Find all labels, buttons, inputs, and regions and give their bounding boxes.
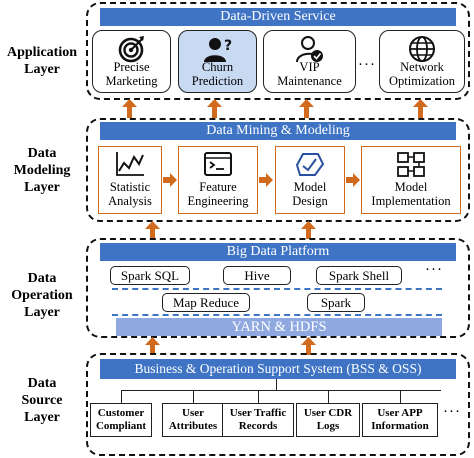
tree-leg-4 xyxy=(328,390,330,403)
hive-pill: Hive xyxy=(223,266,291,285)
operation-layer-panel xyxy=(86,238,470,338)
up-arrows-modeling-to-application xyxy=(122,99,428,118)
data-driven-service-bar: Data-Driven Service xyxy=(100,8,456,26)
tree-leg-2 xyxy=(193,390,195,403)
yarn-hdfs-bar: YARN & HDFS xyxy=(116,318,442,336)
spark-sql-pill: Spark SQL xyxy=(110,266,190,285)
tree-leg-3 xyxy=(258,390,260,403)
application-layer-panel xyxy=(86,2,470,100)
source-ellipsis: ··· xyxy=(443,404,461,420)
globe-icon xyxy=(407,35,437,63)
divider-dashed-2 xyxy=(112,314,442,316)
source-layer-panel xyxy=(86,353,470,456)
flowchart-icon xyxy=(396,151,426,177)
line-chart-icon xyxy=(115,151,145,177)
divider-dashed xyxy=(112,288,442,290)
big-data-platform-bar: Big Data Platform xyxy=(100,243,456,261)
application-ellipsis: ··· xyxy=(358,57,376,73)
user-question-icon: ? xyxy=(203,35,233,63)
up-arrows-operation-to-modeling xyxy=(145,221,316,239)
terminal-icon xyxy=(203,151,233,177)
up-arrows-source-to-operation xyxy=(145,337,316,355)
modeling-layer-panel xyxy=(86,118,470,222)
operation-ellipsis: ··· xyxy=(425,262,443,278)
spark-pill: Spark xyxy=(307,293,365,312)
right-arrows-modeling xyxy=(163,173,360,187)
spark-shell-pill: Spark Shell xyxy=(316,266,402,285)
target-icon xyxy=(117,35,147,63)
map-reduce-pill: Map Reduce xyxy=(162,293,250,312)
data-mining-modeling-bar: Data Mining & Modeling xyxy=(100,122,456,140)
svg-text:?: ? xyxy=(224,38,232,54)
tree-leg-5 xyxy=(400,390,402,403)
bss-oss-bar: Business & Operation Support System (BSS… xyxy=(100,359,456,379)
tree-leg-1 xyxy=(121,390,123,403)
vip-user-icon xyxy=(295,35,325,63)
tree-stem xyxy=(276,379,278,390)
tree-branch xyxy=(121,390,441,392)
design-icon xyxy=(295,151,325,177)
